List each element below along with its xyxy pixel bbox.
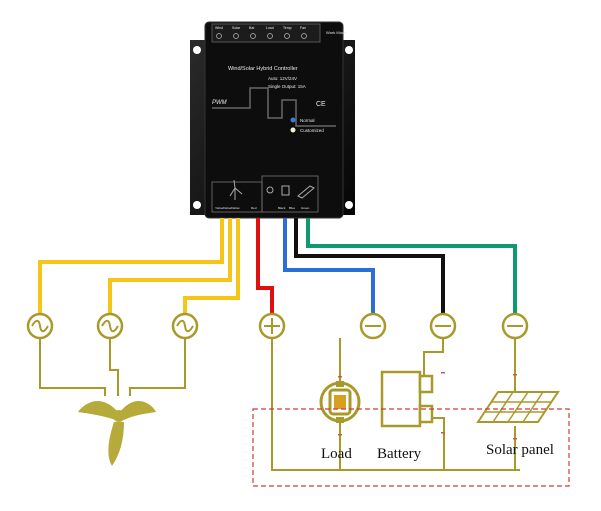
ce-mark: CE xyxy=(316,101,326,108)
blue-wire xyxy=(283,218,375,314)
green-wire xyxy=(306,218,517,314)
yellow-wire-1 xyxy=(38,218,224,314)
battery-icon xyxy=(380,370,434,428)
normal-led-icon xyxy=(290,117,296,123)
pwm-waveform-icon xyxy=(212,87,336,127)
status-indicator-icon xyxy=(267,33,273,39)
terminal-label: Blue xyxy=(289,206,295,210)
negative-terminal-icon xyxy=(359,312,387,340)
status-indicator-icon xyxy=(233,33,239,39)
solar-icon xyxy=(297,185,315,199)
controller-title: Wind/Solar Hybrid Controller xyxy=(228,66,298,72)
terminal-label: Black xyxy=(278,206,286,210)
status-indicator-icon xyxy=(301,33,307,39)
yellow-wire-3 xyxy=(183,218,240,314)
status-icons: Wind Solar Bat Load Temp Fan xyxy=(215,26,307,39)
ac-terminal-icon xyxy=(26,312,54,340)
work-mode-label: Work Mode xyxy=(326,30,347,35)
solar-panel-label: Solar panel xyxy=(486,442,554,458)
red-wire xyxy=(256,218,274,314)
mount-hole-icon xyxy=(345,201,353,209)
terminal-label: Green xyxy=(301,206,310,210)
black-wire xyxy=(294,218,445,314)
battery-label: Battery xyxy=(377,446,422,462)
terminal-label: Yellow xyxy=(215,206,224,210)
status-icon-label: Wind xyxy=(215,26,223,30)
wind-turbine-icon xyxy=(78,401,156,466)
terminal-row xyxy=(26,312,529,340)
hybrid-controller: Wind Solar Bat Load Temp Fan Work Mode Wind/S… xyxy=(190,21,355,219)
status-icon-label: Fan xyxy=(300,26,306,30)
bulb-icon xyxy=(266,186,274,194)
spec-auto: Auto: 12V/24V xyxy=(268,76,297,81)
wind-turbine-icon xyxy=(229,179,243,200)
ac-terminal-icon xyxy=(171,312,199,340)
output-terminal-block xyxy=(261,175,319,213)
status-icon-label: Solar xyxy=(232,26,241,30)
mount-hole-icon xyxy=(193,46,201,54)
mount-hole-icon xyxy=(193,201,201,209)
terminal-label: Red xyxy=(251,206,257,210)
load-label: Load xyxy=(321,446,352,462)
user-equipment-box xyxy=(252,408,570,487)
positive-terminal-icon xyxy=(258,312,286,340)
status-indicator-icon xyxy=(284,33,290,39)
status-indicator-icon xyxy=(216,33,222,39)
circuit-lines xyxy=(39,338,520,471)
mount-hole-icon xyxy=(345,46,353,54)
status-icon-label: Temp xyxy=(283,26,292,30)
polarity-marks xyxy=(338,372,517,440)
terminal-label: Yellow xyxy=(223,206,232,210)
normal-label: Normal xyxy=(300,118,315,123)
yellow-wire-2 xyxy=(108,218,232,314)
battery-icon xyxy=(281,185,290,196)
status-icon-label: Bat xyxy=(249,26,254,30)
status-indicator-icon xyxy=(250,33,256,39)
solar-panel-icon xyxy=(476,391,560,423)
status-icon-label: Load xyxy=(266,26,274,30)
negative-terminal-icon xyxy=(429,312,457,340)
negative-terminal-icon xyxy=(501,312,529,340)
controller-case xyxy=(204,21,344,219)
spec-output: Single Output: 15A xyxy=(268,84,306,89)
terminal-label: Yellow xyxy=(231,206,240,210)
customized-led-icon xyxy=(290,127,296,133)
customized-label: Customized xyxy=(300,128,324,133)
status-strip xyxy=(211,23,321,43)
ac-terminal-icon xyxy=(96,312,124,340)
wires xyxy=(38,218,517,314)
pwm-label: PWM xyxy=(212,100,227,106)
load-motor-icon xyxy=(319,381,361,423)
